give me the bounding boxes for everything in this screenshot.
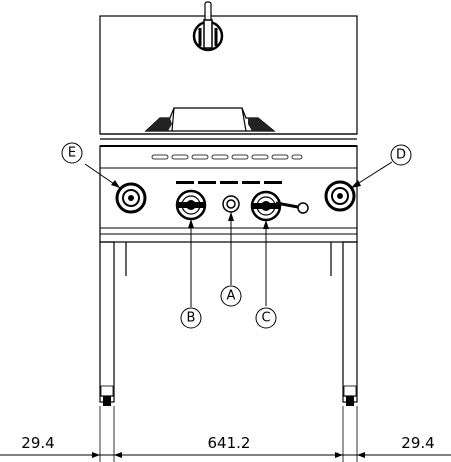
pilot-light-a (222, 195, 240, 213)
dimension-center-text: 641.2 (208, 434, 251, 452)
callout-leaders (84, 161, 393, 307)
callout-c-label: C (261, 311, 270, 326)
indicator-bars (176, 181, 282, 184)
pan-lid (144, 107, 276, 132)
left-leg (99, 241, 127, 406)
callout-d-label: D (396, 148, 406, 163)
callout-b: B (180, 307, 202, 329)
side-fitting-e (115, 182, 147, 214)
control-knob-c (250, 190, 309, 222)
dimension-extension-lines (99, 406, 358, 462)
right-leg (330, 241, 358, 406)
callout-e-label: E (68, 146, 76, 161)
callout-e: E (61, 142, 83, 164)
top-rail (100, 133, 357, 147)
callout-a: A (220, 285, 242, 307)
callout-a-label: A (227, 289, 236, 304)
dimension-right-text: 29.4 (401, 434, 434, 452)
callout-d: D (390, 144, 412, 166)
dimension-line (0, 452, 451, 458)
callout-b-label: B (187, 311, 196, 326)
control-knob-b (175, 189, 207, 221)
callout-c: C (255, 307, 277, 329)
front-control-panel (99, 145, 358, 243)
side-fitting-d (324, 180, 356, 212)
vent-slots (151, 154, 303, 160)
dimension-left-text: 29.4 (21, 434, 54, 452)
top-valve-handle (192, 1, 224, 52)
